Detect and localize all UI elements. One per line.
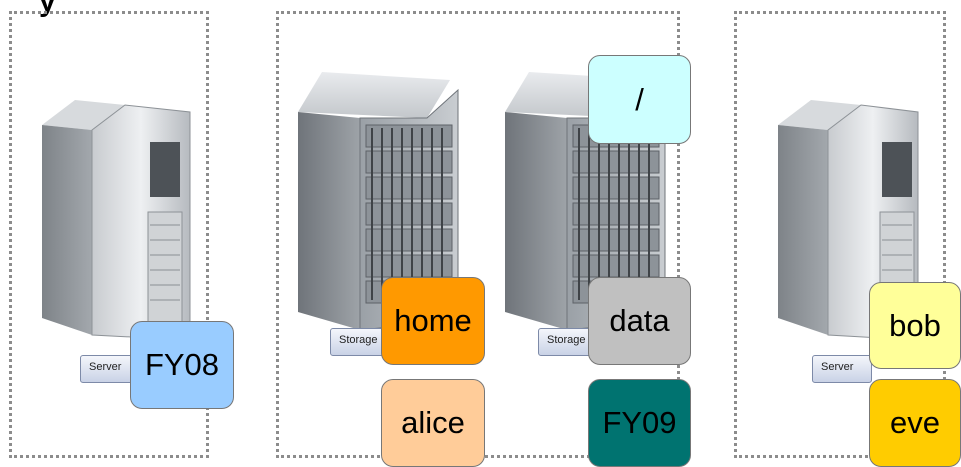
group-box-left	[9, 11, 209, 458]
tag-bob: bob	[869, 282, 961, 369]
tag-fy08: FY08	[130, 321, 234, 409]
tag-fy09: FY09	[588, 379, 691, 467]
tag-alice: alice	[381, 379, 485, 467]
tag-eve: eve	[869, 379, 961, 467]
group-box-right	[734, 11, 946, 458]
storage-rack-left	[298, 72, 459, 331]
tag-data: data	[588, 277, 691, 365]
tag-root: /	[588, 55, 691, 144]
server-label-right: Server	[812, 355, 872, 383]
tag-home: home	[381, 277, 485, 365]
server-tower-left	[42, 100, 191, 341]
